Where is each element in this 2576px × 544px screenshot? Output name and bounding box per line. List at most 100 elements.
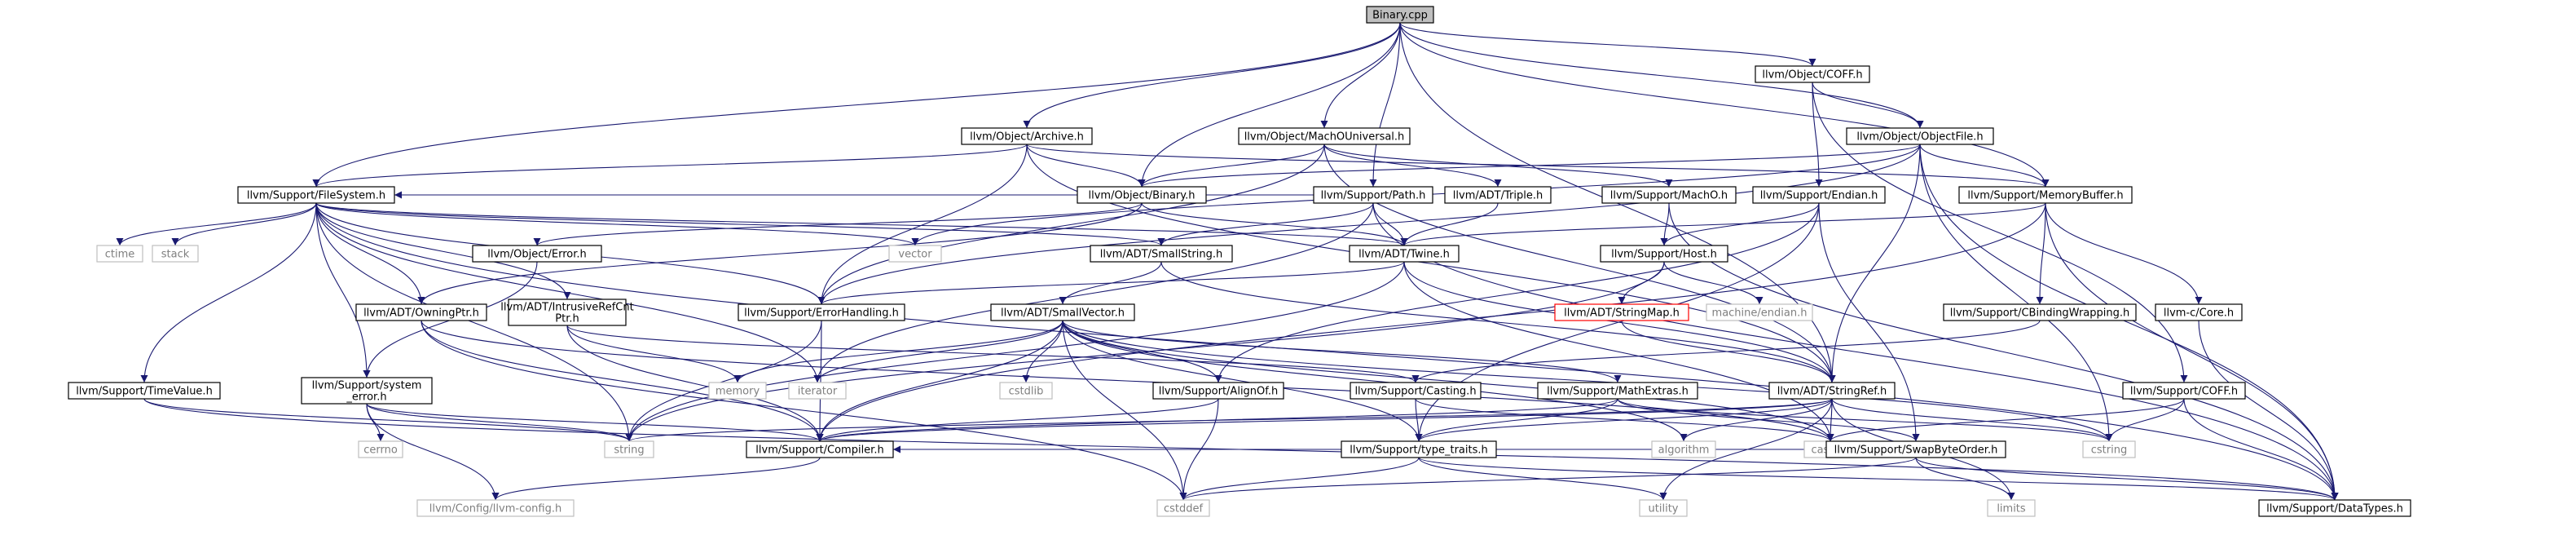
edge-object_archive-to-support_errorhandling <box>817 144 1028 305</box>
node-adt-smallstring[interactable]: llvm/ADT/SmallString.h <box>1090 245 1233 263</box>
node-object-machouniversal[interactable]: llvm/Object/MachOUniversal.h <box>1238 127 1411 145</box>
node-support-compiler[interactable]: llvm/Support/Compiler.h <box>746 440 894 458</box>
node-adt-smallvector[interactable]: llvm/ADT/SmallVector.h <box>990 303 1135 321</box>
node-label: llvm/Support/SwapByteOrder.h <box>1834 444 1998 457</box>
edge-support_coff-to-cassert <box>1826 398 2185 442</box>
edge-binary_cpp-to-object_machouniversal <box>1320 22 1401 129</box>
edge-object_objectfile-to-support_memorybuffer <box>1919 144 2050 188</box>
edge-adt_twine-to-cassert <box>1403 261 1834 442</box>
node-label: llvm/ADT/StringMap.h <box>1564 307 1680 320</box>
node-support-mathextras[interactable]: llvm/Support/MathExtras.h <box>1537 382 1698 400</box>
node-adt-triple[interactable]: llvm/ADT/Triple.h <box>1444 186 1552 204</box>
node-stack[interactable]: stack <box>152 245 199 263</box>
node-adt-stringref[interactable]: llvm/ADT/StringRef.h <box>1768 382 1896 400</box>
node-swapbyteorder[interactable]: llvm/Support/SwapByteOrder.h <box>1825 440 2006 458</box>
node-support-host[interactable]: llvm/Support/Host.h <box>1600 245 1728 263</box>
node-label: llvm/ADT/Triple.h <box>1453 190 1543 202</box>
edges-layer <box>116 22 2339 501</box>
node-label: llvm/Object/MachOUniversal.h <box>1244 131 1405 144</box>
edge-adt_owningptr-to-cassert <box>421 320 1834 442</box>
node-support-coff[interactable]: llvm/Support/COFF.h <box>2122 382 2246 400</box>
node-object-coff[interactable]: llvm/Object/COFF.h <box>1755 65 1870 83</box>
node-support-errorhandling[interactable]: llvm/Support/ErrorHandling.h <box>738 303 905 321</box>
node-support-alignof[interactable]: llvm/Support/AlignOf.h <box>1152 382 1284 400</box>
node-label: machine/endian.h <box>1712 307 1808 320</box>
node-label: llvm/Support/Endian.h <box>1760 190 1878 202</box>
edge-object_objectfile-to-cstring <box>1919 144 2113 442</box>
node-support-endian[interactable]: llvm/Support/Endian.h <box>1752 186 1886 204</box>
node-label: llvm/Support/type_traits.h <box>1350 444 1488 457</box>
node-label: llvm/ADT/SmallString.h <box>1100 249 1222 261</box>
node-datatypes[interactable]: llvm/Support/DataTypes.h <box>2258 499 2411 517</box>
edge-adt_triple-to-adt_twine <box>1400 202 1499 246</box>
node-system-error[interactable]: llvm/Support/system_error.h <box>301 377 433 405</box>
node-utility[interactable]: utility <box>1639 499 1688 517</box>
node-config[interactable]: llvm/Config/llvm-config.h <box>416 499 575 517</box>
node-algorithm[interactable]: algorithm <box>1651 440 1716 458</box>
edge-object_coff-to-support_coff <box>1812 82 2188 383</box>
edge-support_compiler-to-config <box>491 457 821 501</box>
node-support-filesystem[interactable]: llvm/Support/FileSystem.h <box>237 186 395 204</box>
node-support-cbindingwrapping[interactable]: llvm/Support/CBindingWrapping.h <box>1943 303 2137 321</box>
node-label: llvm/ADT/IntrusiveRefCnt <box>500 302 633 314</box>
node-label: utility <box>1649 503 1679 515</box>
node-adt-owningptr[interactable]: llvm/ADT/OwningPtr.h <box>355 303 487 321</box>
node-support-casting[interactable]: llvm/Support/Casting.h <box>1350 382 1482 400</box>
edge-object_coff-to-support_endian <box>1812 82 1823 188</box>
node-support-path[interactable]: llvm/Support/Path.h <box>1313 186 1433 204</box>
edge-binary_cpp-to-object_archive <box>1023 22 1401 129</box>
edge-object_binary-to-adt_owningptr <box>417 202 1143 305</box>
node-object-error[interactable]: llvm/Object/Error.h <box>472 245 602 263</box>
node-cerrno[interactable]: cerrno <box>358 440 403 458</box>
node-object-objectfile[interactable]: llvm/Object/ObjectFile.h <box>1846 127 1994 145</box>
node-type-traits[interactable]: llvm/Support/type_traits.h <box>1341 440 1497 458</box>
edge-object_coff-to-object_objectfile <box>1812 82 1924 129</box>
edge-adt_smallvector-to-cassert <box>1062 320 1834 442</box>
node-object-archive[interactable]: llvm/Object/Archive.h <box>961 127 1093 145</box>
edge-support_filesystem-to-vector <box>315 202 919 246</box>
node-support-macho[interactable]: llvm/Support/MachO.h <box>1601 186 1737 204</box>
node-label: llvm/Support/MachO.h <box>1610 190 1728 202</box>
edge-adt_twine-to-support_errorhandling <box>817 261 1405 305</box>
node-iterator[interactable]: iterator <box>788 382 847 400</box>
node-llvm-c-core[interactable]: llvm-c/Core.h <box>2155 303 2243 321</box>
node-cstring[interactable]: cstring <box>2082 440 2136 458</box>
edge-support_filesystem-to-adt_twine <box>315 202 1408 246</box>
edge-object_binary-to-object_error <box>533 202 1143 246</box>
node-string[interactable]: string <box>604 440 654 458</box>
node-object-binary[interactable]: llvm/Object/Binary.h <box>1077 186 1207 204</box>
edge-binary_cpp-to-object_objectfile <box>1399 22 1924 129</box>
node-binary-cpp[interactable]: Binary.cpp <box>1366 6 1434 24</box>
edge-support_memorybuffer-to-support_compiler <box>816 202 2046 442</box>
node-limits[interactable]: limits <box>1987 499 2036 517</box>
node-memory[interactable]: memory <box>708 382 767 400</box>
node-label: limits <box>1997 503 2026 515</box>
edge-support_errorhandling-to-string <box>625 320 822 442</box>
node-vector[interactable]: vector <box>888 245 942 263</box>
node-cstdlib[interactable]: cstdlib <box>999 382 1053 400</box>
node-label: llvm/Support/AlignOf.h <box>1159 386 1279 398</box>
node-machine-endian[interactable]: machine/endian.h <box>1706 303 1813 321</box>
node-adt-stringmap[interactable]: llvm/ADT/StringMap.h <box>1554 303 1689 321</box>
node-timevalue[interactable]: llvm/Support/TimeValue.h <box>68 382 221 400</box>
edge-support_errorhandling-to-support_compiler <box>816 320 824 442</box>
edge-support_memorybuffer-to-support_cbindingwrapping <box>2036 202 2046 305</box>
node-adt-twine[interactable]: llvm/ADT/Twine.h <box>1349 245 1460 263</box>
node-label: llvm/Support/Host.h <box>1611 249 1717 261</box>
edge-adt_intrusiverefcntptr-to-support_compiler <box>566 325 824 442</box>
edge-support_endian-to-support_alignof <box>1214 202 1820 383</box>
node-support-memorybuffer[interactable]: llvm/Support/MemoryBuffer.h <box>1958 186 2133 204</box>
edge-support_mathextras-to-cstring <box>1617 398 2113 442</box>
edge-adt_stringref-to-support_compiler <box>816 398 1833 442</box>
edge-system_error-to-cerrno <box>366 403 385 442</box>
edge-adt_smallvector-to-memory <box>733 320 1063 383</box>
node-label: llvm/Object/COFF.h <box>1762 69 1862 82</box>
node-cstddef[interactable]: cstddef <box>1156 499 1210 517</box>
edge-adt_smallvector-to-iterator <box>813 320 1063 383</box>
edge-system_error-to-string <box>366 403 633 442</box>
node-ctime[interactable]: ctime <box>96 245 143 263</box>
edge-adt_intrusiverefcntptr-to-memory <box>566 325 742 383</box>
edge-support_mathextras-to-swapbyteorder <box>1617 398 1920 442</box>
